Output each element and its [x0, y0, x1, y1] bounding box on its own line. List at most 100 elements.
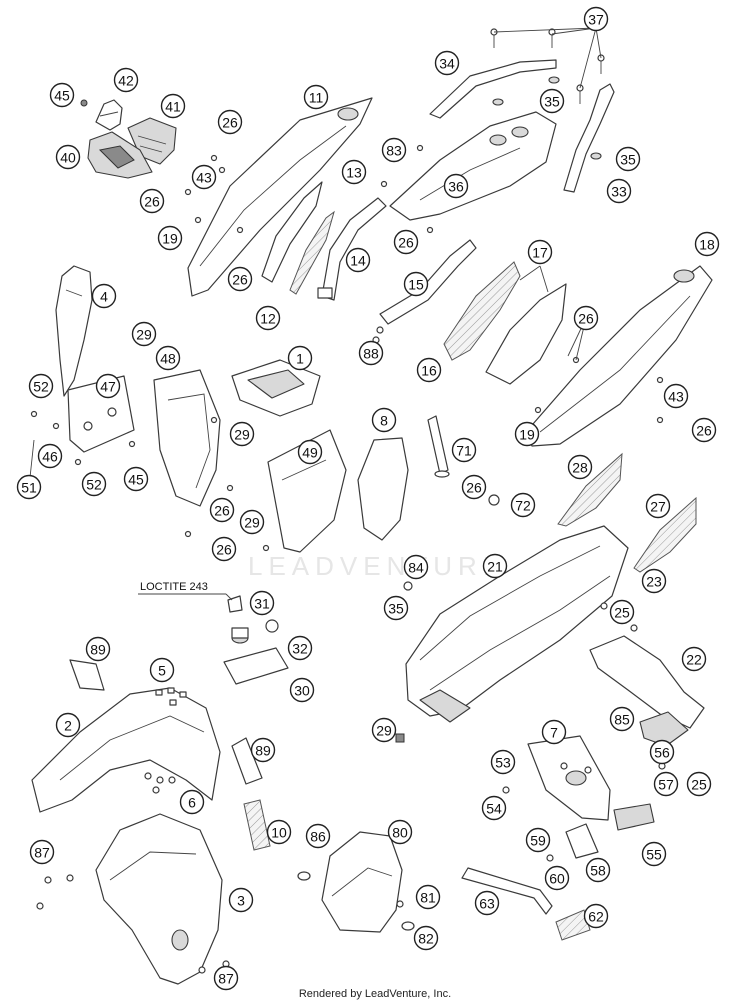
callout-label: 30 [294, 683, 310, 699]
callout-label: 19 [162, 231, 178, 247]
part-71-bolt [427, 415, 450, 478]
callout-label: 27 [650, 499, 666, 515]
callout-label: 37 [588, 12, 604, 28]
callout-49: 49 [297, 439, 323, 465]
part-63-bracket [461, 867, 553, 915]
callout-label: 22 [686, 652, 702, 668]
callout-label: 56 [654, 745, 670, 761]
callout-label: 28 [572, 460, 588, 476]
callout-label: 53 [495, 755, 511, 771]
callout-label: 13 [346, 165, 362, 181]
callout-label: 26 [466, 480, 482, 496]
callout-2: 2 [55, 712, 81, 738]
callout-label: 45 [128, 472, 144, 488]
callout-56: 56 [649, 739, 675, 765]
callout-85: 85 [609, 706, 635, 732]
callout-label: 88 [363, 346, 379, 362]
callout-35-3: 35 [383, 595, 409, 621]
callout-label: 15 [408, 277, 424, 293]
callout-label: 6 [188, 795, 196, 811]
callout-37: 37 [583, 6, 609, 32]
callout-33: 33 [606, 178, 632, 204]
callout-label: 40 [60, 150, 76, 166]
callout-1: 1 [287, 345, 313, 371]
callout-label: 11 [309, 90, 324, 106]
callout-29-4: 29 [371, 717, 397, 743]
part-14-subframe-left [317, 197, 387, 301]
bolt-45-top [80, 99, 88, 107]
callout-63: 63 [474, 890, 500, 916]
callout-29-3: 29 [239, 509, 265, 535]
callout-label: 32 [292, 641, 308, 657]
part-49-fairing [267, 429, 347, 553]
callout-label: 86 [310, 829, 326, 845]
part-12-trim [261, 181, 335, 295]
callout-81: 81 [415, 884, 441, 910]
part-22-mudguard [589, 635, 705, 729]
callout-label: 26 [144, 194, 160, 210]
callout-54: 54 [481, 795, 507, 821]
callout-label: 42 [118, 73, 134, 89]
part-42-bracket [95, 99, 123, 131]
callout-5: 5 [149, 657, 175, 683]
callout-14: 14 [345, 247, 371, 273]
callout-34: 34 [434, 50, 460, 76]
callout-26-5: 26 [573, 305, 599, 331]
callout-label: 82 [418, 931, 434, 947]
part-10-reflector [243, 799, 271, 851]
callout-7: 7 [541, 719, 567, 745]
callout-label: 26 [222, 115, 238, 131]
callout-label: 52 [86, 477, 102, 493]
part-47-plate [67, 375, 135, 453]
callout-87-1: 87 [29, 839, 55, 865]
callout-label: 63 [479, 896, 495, 912]
callout-label: 43 [668, 389, 684, 405]
callout-label: 2 [64, 718, 72, 734]
callout-31: 31 [249, 590, 275, 616]
part-30-mount [223, 647, 289, 685]
callout-43-2: 43 [663, 383, 689, 409]
part-48-headlight-mask [153, 369, 221, 507]
callout-87-2: 87 [213, 965, 239, 991]
callout-82: 82 [413, 925, 439, 951]
part-33-rail [563, 83, 615, 193]
callout-label: 26 [214, 503, 230, 519]
part-50-plate-holder [527, 735, 611, 821]
part-6-screws [144, 772, 176, 794]
callout-label: 57 [658, 777, 674, 793]
callout-11: 11 [303, 84, 329, 110]
callout-label: 17 [532, 245, 548, 261]
part-36-tank-cover [389, 111, 557, 221]
part-2-front-fender [31, 687, 221, 813]
callout-53: 53 [490, 749, 516, 775]
callout-label: 35 [544, 94, 560, 110]
callout-label: 89 [90, 642, 106, 658]
callout-83: 83 [381, 137, 407, 163]
callout-62: 62 [583, 903, 609, 929]
callout-label: 29 [136, 327, 152, 343]
callout-label: 41 [165, 99, 181, 115]
callout-19-1: 19 [157, 225, 183, 251]
callout-6: 6 [179, 789, 205, 815]
callout-25-2: 25 [686, 771, 712, 797]
part-62-reflector [555, 909, 591, 941]
callout-26-4: 26 [393, 229, 419, 255]
callout-19-2: 19 [514, 421, 540, 447]
part-18-side-cover-right [525, 265, 713, 447]
callout-label: 23 [646, 574, 662, 590]
callout-label: 33 [611, 184, 627, 200]
callout-8: 8 [371, 407, 397, 433]
callout-label: 59 [530, 833, 546, 849]
grommets-35-top [492, 76, 602, 160]
callout-45-2: 45 [123, 466, 149, 492]
callout-label: 26 [398, 235, 414, 251]
part-34-grab-handle [429, 59, 557, 119]
callout-label: 14 [350, 253, 366, 269]
part-89-sticker-right [231, 737, 263, 785]
callout-21: 21 [482, 553, 508, 579]
callout-label: 12 [260, 311, 276, 327]
callout-35-2: 35 [615, 146, 641, 172]
footer-credit: Rendered by LeadVenture, Inc. [298, 988, 452, 1000]
callout-3: 3 [228, 887, 254, 913]
callout-label: 80 [392, 825, 408, 841]
